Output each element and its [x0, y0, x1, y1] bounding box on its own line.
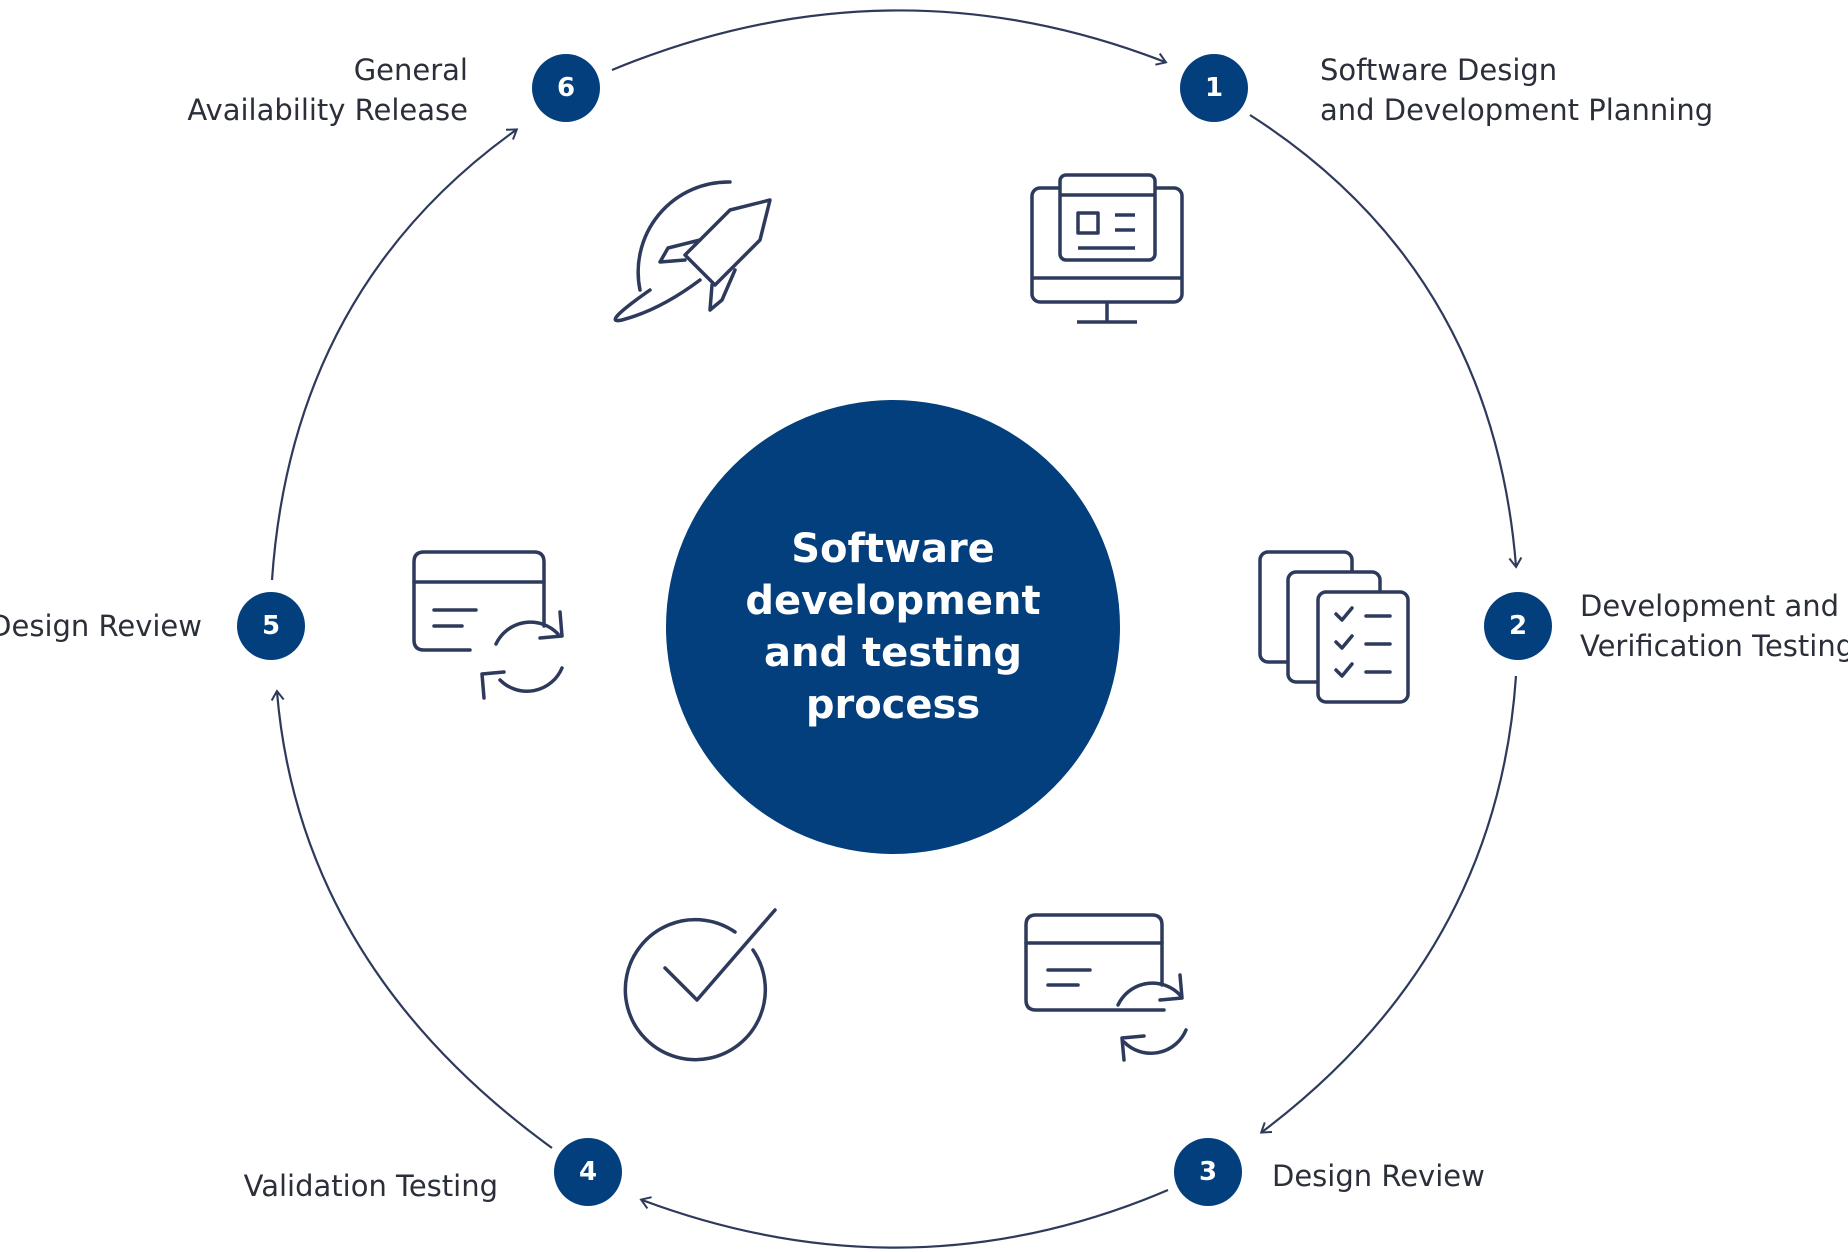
center-title-line: development [745, 578, 1041, 624]
center-circle: Software development and testing process [666, 400, 1120, 854]
document-refresh-icon [1024, 913, 1188, 1062]
document-refresh-icon-left [412, 550, 564, 700]
arrow-2-to-3 [1259, 675, 1518, 1134]
step-badge-4: 4 [554, 1138, 622, 1206]
step-label-3: Design Review [1272, 1156, 1485, 1196]
step-label-5: Design Review [0, 606, 202, 646]
step-label-line: Design Review [0, 609, 202, 643]
rocket-icon [613, 180, 772, 323]
step-badge-6: 6 [532, 54, 600, 122]
step-badge-3: 3 [1174, 1138, 1242, 1206]
step-label-2: Development and Verification Testing [1580, 586, 1848, 666]
step-label-6: General Availability Release [187, 50, 468, 130]
arrow-6-to-1 [611, 9, 1168, 72]
center-title-line: Software [791, 526, 995, 572]
step-label-line: Verification Testing [1580, 629, 1848, 663]
step-badge-2: 2 [1484, 592, 1552, 660]
arrow-4-to-5 [270, 689, 553, 1149]
checklist-documents-icon [1258, 550, 1410, 704]
step-label-4: Validation Testing [244, 1166, 498, 1206]
step-label-line: and Development Planning [1320, 93, 1714, 127]
step-label-line: General [353, 53, 468, 87]
step-label-line: Development and [1580, 589, 1840, 623]
step-badge-1: 1 [1180, 54, 1248, 122]
step-label-line: Software Design [1320, 53, 1558, 87]
checkmark-circle-icon [623, 908, 777, 1062]
step-label-line: Availability Release [187, 93, 468, 127]
step-label-1: Software Design and Development Planning [1320, 50, 1713, 130]
step-label-line: Validation Testing [243, 1169, 498, 1203]
center-title-line: and testing [763, 630, 1023, 676]
monitor-icon [1030, 173, 1184, 324]
step-label-line: Design Review [1272, 1159, 1485, 1193]
step-badge-5: 5 [237, 592, 305, 660]
arrow-3-to-4 [639, 1188, 1169, 1249]
arrow-1-to-2 [1249, 114, 1523, 569]
arrow-5-to-6 [270, 128, 519, 581]
center-title: Software development and testing process [743, 523, 1043, 731]
center-title-line: process [805, 682, 981, 728]
